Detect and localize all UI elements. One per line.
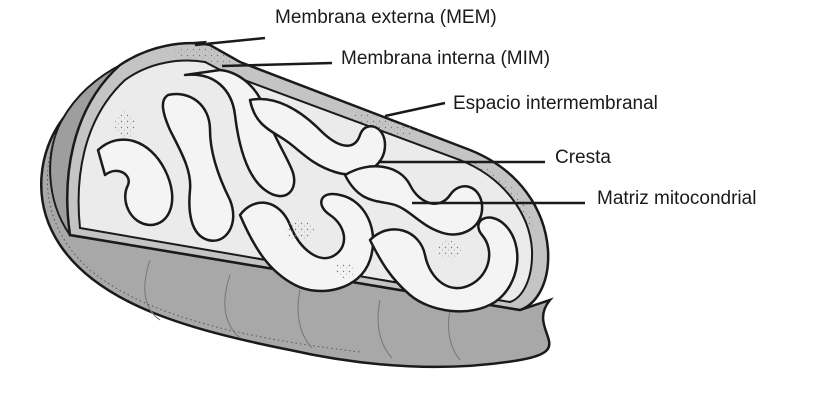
label-intermembrane-space: Espacio intermembranal xyxy=(453,93,658,115)
label-inner-membrane: Membrana interna (MIM) xyxy=(341,48,550,70)
leader-intermembrane-space xyxy=(385,103,445,116)
label-crista: Cresta xyxy=(555,147,611,169)
label-outer-membrane: Membrana externa (MEM) xyxy=(275,7,497,29)
label-matrix: Matriz mitocondrial xyxy=(597,188,756,210)
